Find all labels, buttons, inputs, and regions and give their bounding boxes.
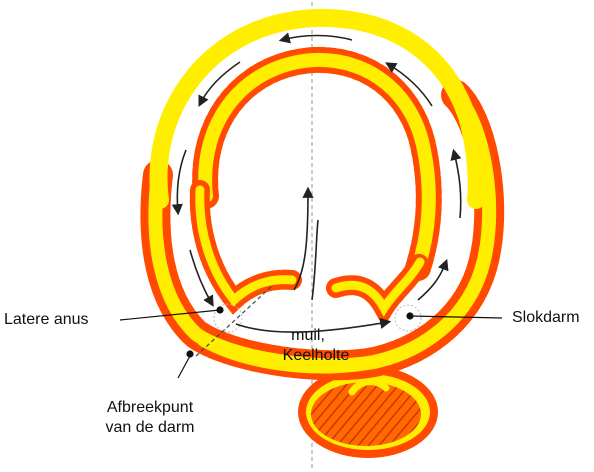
label-mouth-line2: Keelholte xyxy=(283,347,350,364)
label-breakpoint-line2: van de darm xyxy=(106,419,195,436)
label-later-anus: Latere anus xyxy=(4,311,89,328)
label-breakpoint-line1: Afbreekpunt xyxy=(107,399,194,416)
label-mouth-line1: muil, xyxy=(291,327,325,344)
label-esophagus: Slokdarm xyxy=(512,309,580,326)
